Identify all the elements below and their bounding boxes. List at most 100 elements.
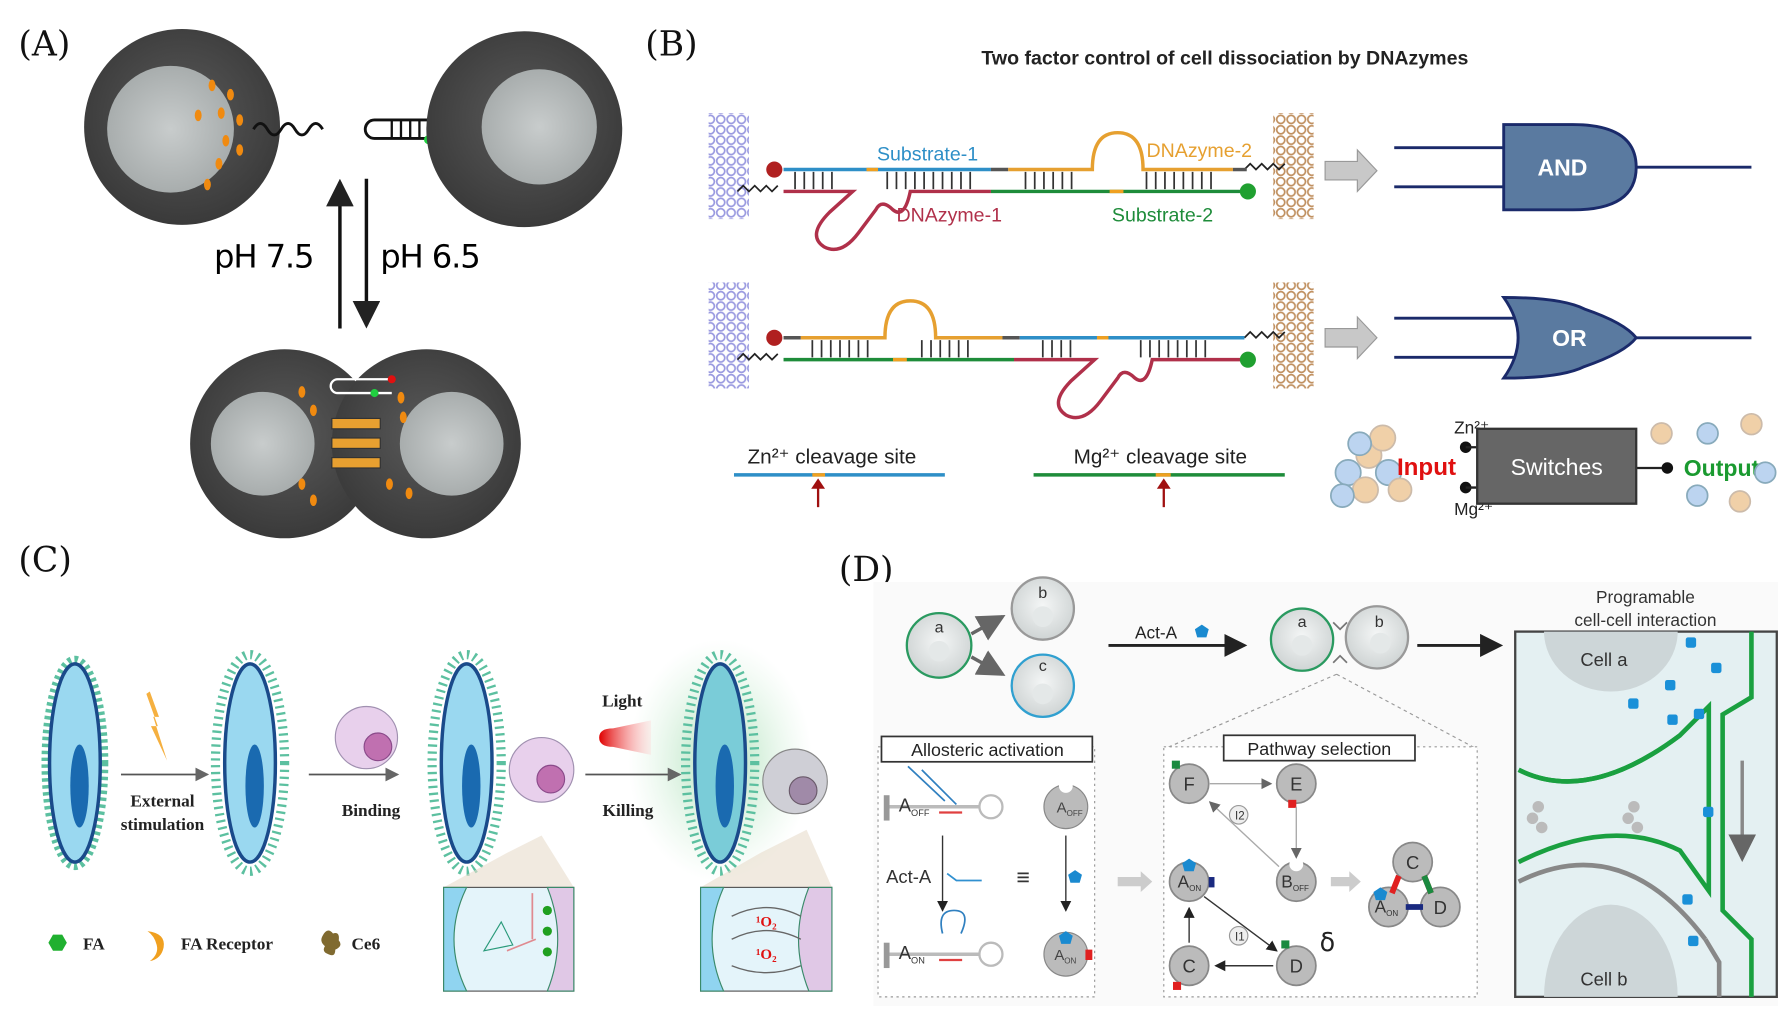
fused-cells <box>190 349 521 539</box>
killing-inset: ¹O₂ ¹O₂ <box>699 886 833 992</box>
dnazyme-2-strand <box>1008 130 1233 172</box>
legend-ce6: Ce6 <box>351 935 380 954</box>
panel-a: (A) pH 7.5 pH 6.5 <box>18 24 623 539</box>
act-a-label: Act-A <box>886 866 932 887</box>
cell-surface-right <box>1273 113 1314 220</box>
binding-label: Binding <box>342 801 401 820</box>
and-gate: AND <box>1394 123 1752 212</box>
cell-surface-left <box>708 282 749 389</box>
light-label: Light <box>602 691 643 710</box>
cell-b-letter: b <box>1375 613 1384 631</box>
node-f: F <box>1183 774 1194 795</box>
triangle-complex <box>1526 800 1644 834</box>
allosteric-activation-box: Allosteric activation AOFF AON Act-A ≡ A… <box>877 735 1096 998</box>
delta-symbol: δ <box>1320 927 1336 957</box>
pentagon-icon <box>1068 870 1082 883</box>
cell-a-letter: a <box>935 619 944 637</box>
output-label: Output <box>1684 455 1760 481</box>
ph-7-5-label: pH 7.5 <box>214 237 313 275</box>
dnazyme-2-label: DNAzyme-2 <box>1146 140 1252 162</box>
bound-cells: a b <box>1269 605 1410 672</box>
panel-d: (D) a b c Act-A a b <box>839 550 1778 1007</box>
cell-stage-1 <box>41 655 109 871</box>
cell-a-label: Cell a <box>1580 649 1628 670</box>
arrow-right-icon <box>1324 148 1378 193</box>
quencher-dot <box>766 161 783 178</box>
svg-text:AOFF: AOFF <box>1057 800 1083 818</box>
allosteric-title: Allosteric activation <box>911 740 1064 760</box>
act-a-label: Act-A <box>1135 623 1178 643</box>
blob-icon <box>321 930 341 956</box>
switches-label: Switches <box>1511 454 1603 480</box>
arrow-right-icon <box>1324 315 1378 360</box>
svg-text:AON: AON <box>1054 947 1076 965</box>
inhibitor-i1: I1 <box>1235 931 1245 943</box>
cell-stage-3 <box>427 650 575 876</box>
zn-cleavage-label: Zn²⁺ cleavage site <box>748 445 917 468</box>
singlet-oxygen-label: ¹O₂ <box>756 915 777 931</box>
switch-diagram: Input Zn²⁺ Mg²⁺ Switches Output <box>1329 412 1777 519</box>
triangle-node-d: D <box>1434 897 1447 918</box>
node-d: D <box>1290 956 1303 977</box>
or-gate: OR <box>1394 296 1752 380</box>
or-gate-label: OR <box>1552 325 1587 351</box>
cell-left <box>84 28 280 225</box>
switches-box <box>1476 427 1638 505</box>
cell-a: a <box>905 612 973 679</box>
dnazyme-construct-and: Substrate-1 DNAzyme-1 DNAzyme-2 Substrat… <box>708 113 1314 252</box>
cell-b: b <box>1010 576 1076 641</box>
cell-right <box>426 31 623 228</box>
binding-inset <box>443 886 575 992</box>
arrow-right-icon <box>1330 871 1361 893</box>
b-off-node: BOFF <box>1281 871 1309 892</box>
cell-c-letter: c <box>1039 657 1047 675</box>
light-beam-icon <box>599 720 652 755</box>
legend-fa-receptor: FA Receptor <box>181 935 274 954</box>
a-off-label: AOFF <box>899 794 930 818</box>
wavy-linker <box>252 122 324 137</box>
cell-stage-4 <box>680 650 828 876</box>
legend-fa: FA <box>83 935 105 954</box>
node-c: C <box>1182 956 1195 977</box>
legend: FA FA Receptor Ce6 <box>48 930 381 962</box>
dnazyme-1-strand <box>783 189 991 252</box>
arrow-right-icon <box>1117 871 1153 893</box>
cell-surface-right <box>1273 282 1314 389</box>
zn-cleavage-legend: Zn²⁺ cleavage site <box>733 445 945 508</box>
cell-b-letter: b <box>1038 584 1047 602</box>
pathway-title: Pathway selection <box>1247 739 1391 759</box>
panel-a-label: (A) <box>18 24 70 64</box>
ph-6-5-label: pH 6.5 <box>380 237 479 275</box>
input-label: Input <box>1397 454 1456 481</box>
dnazyme-construct-or <box>708 282 1314 420</box>
inhibitor-i2: I2 <box>1235 810 1245 822</box>
a-on-label: AON <box>899 942 925 966</box>
cell-a-letter: a <box>1298 613 1307 631</box>
input-cell-cluster <box>1329 424 1413 509</box>
panel-c: (C) External stimulation Binding <box>18 541 833 992</box>
a-on-sphere: AON <box>1043 931 1093 977</box>
equivalent-symbol: ≡ <box>1016 864 1029 890</box>
programmable-title: Programable <box>1596 587 1695 607</box>
cell-c: c <box>1010 653 1076 719</box>
pathway-selection-box: Pathway selection F E C <box>1163 734 1478 998</box>
mg-cleavage-label: Mg²⁺ cleavage site <box>1074 445 1247 468</box>
external-label: External <box>130 792 194 811</box>
panel-b: (B) Two factor control of cell dissociat… <box>645 24 1777 519</box>
and-gate-label: AND <box>1538 154 1588 180</box>
substrate-2-label: Substrate-2 <box>1112 204 1213 226</box>
cell-stage-2 <box>210 650 290 876</box>
interaction-title: cell-cell interaction <box>1574 610 1716 630</box>
panel-b-label: (B) <box>645 24 697 64</box>
cell-interaction-box: Cell a Cell b <box>1515 630 1778 999</box>
dnazyme-1-label: DNAzyme-1 <box>896 204 1002 226</box>
a-on-node: AON <box>1178 871 1202 892</box>
panel-b-title: Two factor control of cell dissociation … <box>981 48 1468 70</box>
cell-b-label: Cell b <box>1580 968 1627 989</box>
a-off-sphere: AOFF <box>1043 779 1089 830</box>
panel-c-label: (C) <box>18 541 71 581</box>
killing-label: Killing <box>603 801 654 820</box>
lightning-icon <box>146 691 168 761</box>
substrate-1-label: Substrate-1 <box>877 143 978 165</box>
